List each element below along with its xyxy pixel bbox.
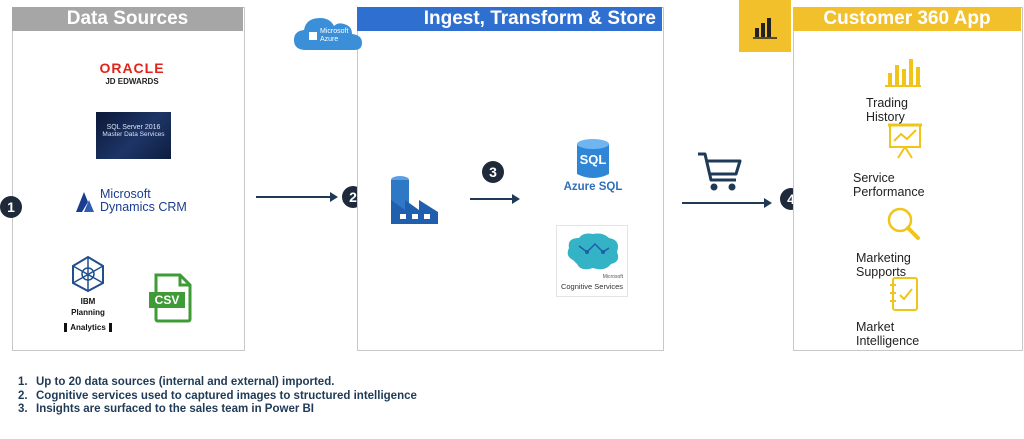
customer-360-panel (793, 7, 1023, 351)
oracle-brand: ORACLE (99, 60, 165, 76)
magnifier-icon (887, 207, 920, 240)
ibm-line2: Planning (71, 308, 105, 317)
ibm-line3: Analytics (64, 323, 112, 332)
ingest-title: Ingest, Transform & Store (423, 8, 656, 29)
output-label-marketing: Marketing Supports (856, 251, 911, 279)
cognitive-services-tile: Microsoft Cognitive Services (556, 225, 628, 297)
brain-icon (567, 233, 619, 270)
output-label-service: Service Performance (853, 171, 925, 199)
sql-server-line2: Master Data Services (102, 131, 165, 138)
oracle-product: JD EDWARDS (105, 77, 159, 86)
output-label-trading: Trading History (866, 96, 908, 124)
arrow-sources-to-ingest (256, 192, 338, 202)
arrow-factory-to-sql (470, 194, 520, 204)
arrow-ingest-to-app (682, 198, 772, 208)
note-item: 3. Insights are surfaced to the sales te… (18, 403, 438, 417)
note-number: 2. (18, 389, 28, 402)
customer-360-title: Customer 360 App (823, 8, 991, 29)
ibm-polyhedron-icon (72, 255, 104, 293)
dynamics-line1: Microsoft (100, 187, 151, 201)
data-factory-icon (391, 176, 438, 224)
ibm-line1: IBM (80, 297, 96, 306)
data-sources-title: Data Sources (66, 8, 189, 29)
badge-1: 1 (0, 196, 22, 218)
note-item: 2. Cognitive services used to captured i… (18, 390, 438, 404)
note-number: 1. (18, 376, 28, 388)
dynamics-crm-logo: Microsoft Dynamics CRM (74, 186, 194, 218)
azure-cloud-icon: Microsoft Azure (292, 12, 364, 52)
dynamics-icon (76, 192, 94, 212)
ingest-header: Ingest, Transform & Store (357, 7, 662, 31)
note-text: Insights are surfaced to the sales team … (36, 403, 315, 415)
bar-chart-icon (885, 59, 921, 87)
power-bi-icon (753, 18, 777, 39)
presentation-chart-icon (888, 123, 922, 159)
output-label-market: Market Intelligence (856, 320, 920, 348)
sql-server-line1: SQL Server 2016 (106, 124, 161, 131)
cognitive-tag: Microsoft (602, 274, 623, 280)
customer-360-header: Customer 360 App (793, 7, 1021, 31)
power-bi-tile (739, 0, 791, 52)
shopping-cart-icon (698, 152, 742, 191)
notes-list: 1. Up to 20 data sources (internal and e… (18, 376, 438, 417)
data-sources-header: Data Sources (12, 7, 243, 31)
csv-label: CSV (154, 293, 180, 307)
sql-database-icon (577, 139, 609, 178)
csv-file-icon: CSV (148, 273, 194, 323)
azure-line1: Microsoft (320, 28, 349, 35)
badge-3: 3 (482, 161, 504, 183)
note-item: 1. Up to 20 data sources (internal and e… (18, 376, 438, 390)
azure-sql-label: Azure SQL (563, 181, 623, 193)
oracle-jd-edwards-logo: ORACLE JD EDWARDS (92, 60, 172, 86)
dynamics-line2: Dynamics CRM (100, 200, 187, 214)
notebook-check-icon (890, 277, 918, 311)
note-number: 3. (18, 403, 28, 415)
note-text: Cognitive services used to captured imag… (36, 389, 417, 402)
sql-server-mds-logo: SQL Server 2016 Master Data Services (96, 112, 171, 159)
azure-line2: Azure (320, 36, 339, 43)
data-sources-panel (12, 7, 245, 351)
azure-sql-logo: SQL Azure SQL (557, 138, 629, 193)
note-text: Up to 20 data sources (internal and exte… (36, 376, 335, 388)
cognitive-label: Cognitive Services (560, 282, 624, 291)
ibm-planning-analytics-logo: IBM Planning Analytics (58, 254, 118, 335)
sql-icon-text: SQL (579, 152, 607, 167)
